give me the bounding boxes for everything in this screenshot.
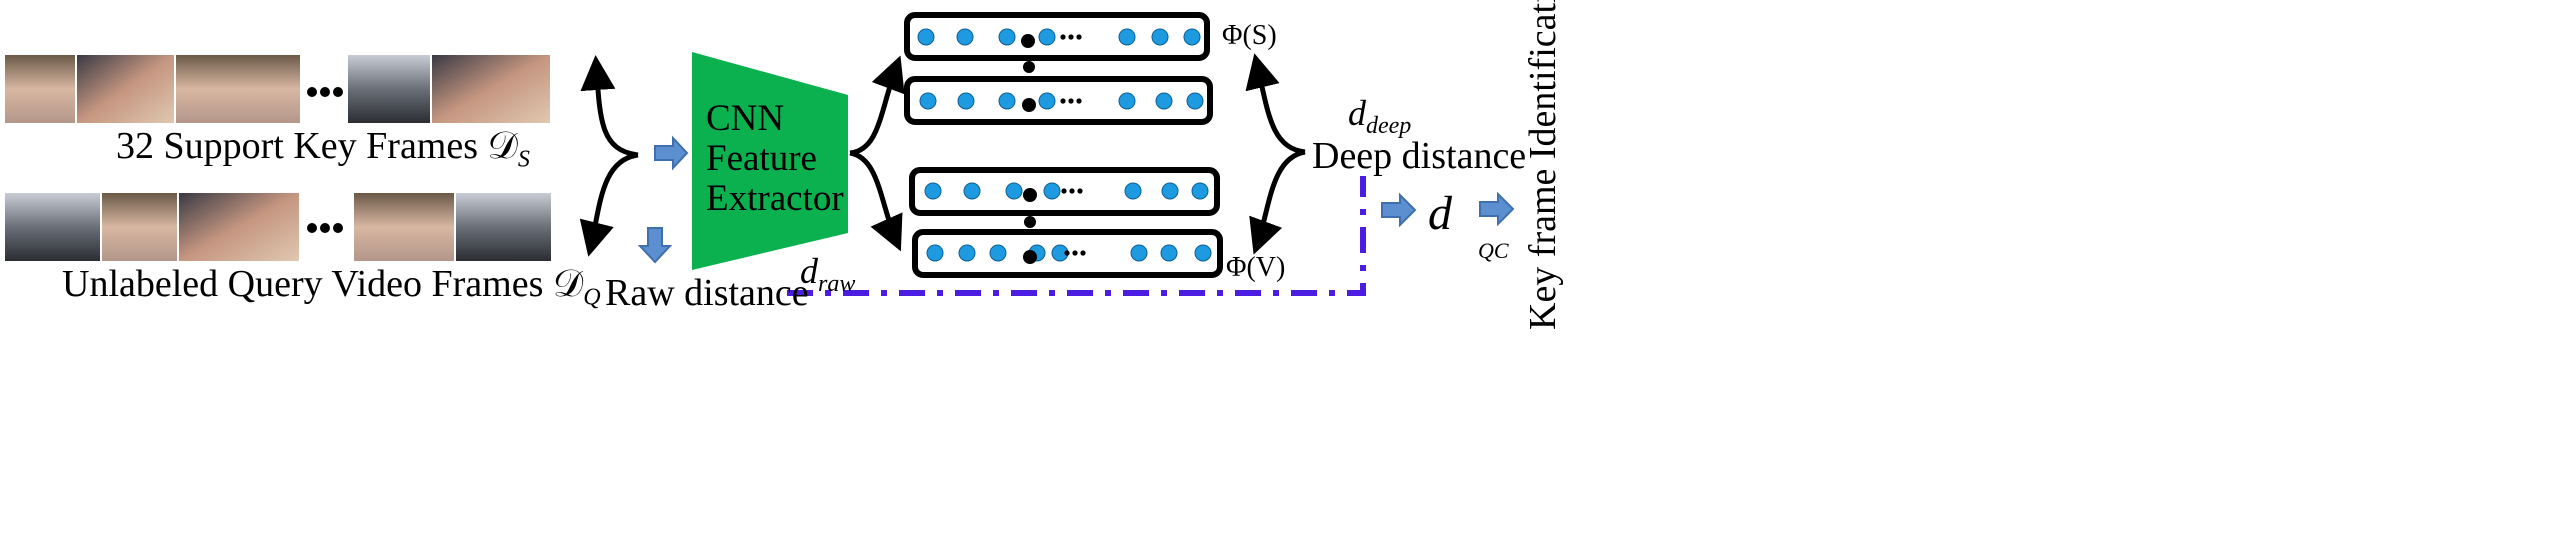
feature-dot bbox=[958, 244, 976, 262]
query-frame-5 bbox=[456, 193, 551, 261]
input-brace bbox=[579, 55, 639, 257]
feature-dot bbox=[1130, 244, 1148, 262]
feature-vector-s1 bbox=[904, 12, 1210, 61]
feature-dot bbox=[998, 28, 1016, 46]
feature-brace bbox=[849, 55, 905, 252]
feature-dot bbox=[924, 182, 942, 200]
query-caption-subscript: Q bbox=[583, 284, 601, 311]
vertical-ellipsis-dot bbox=[1024, 216, 1036, 228]
phi-v-label: Φ(V) bbox=[1226, 252, 1286, 283]
highlight-dot bbox=[1023, 188, 1037, 202]
deep-distance-label: Deep distance bbox=[1312, 135, 1527, 177]
feature-dot bbox=[1155, 92, 1173, 110]
ellipsis-dot bbox=[320, 87, 330, 97]
inline-ellipsis-dot bbox=[1069, 188, 1075, 194]
inline-ellipsis-dot bbox=[1072, 250, 1078, 256]
feature-dot bbox=[1160, 244, 1178, 262]
arrow-down-icon bbox=[637, 227, 673, 264]
feature-dot bbox=[1194, 244, 1212, 262]
feature-dot bbox=[1118, 28, 1136, 46]
feature-dot bbox=[998, 92, 1016, 110]
d-raw-symbol: draw bbox=[800, 251, 856, 298]
feature-dot bbox=[1191, 182, 1209, 200]
ellipsis-dot bbox=[320, 223, 330, 233]
cnn-label: CNN Feature Extractor bbox=[706, 98, 844, 219]
raw-distance-connector bbox=[787, 176, 1366, 296]
feature-dot bbox=[1038, 92, 1056, 110]
feature-dot bbox=[989, 244, 1007, 262]
keyframe-identification-label: Key frame Identification bbox=[1522, 0, 1564, 330]
query-frame-3 bbox=[179, 193, 299, 261]
support-frame-3 bbox=[176, 55, 300, 123]
query-frames-strip bbox=[5, 193, 551, 261]
blue-arrows bbox=[637, 135, 1515, 264]
feature-vectors bbox=[904, 12, 1223, 278]
raw-distance-label: Raw distance bbox=[605, 272, 809, 314]
support-caption: 32 Support Key Frames 𝒟S bbox=[116, 125, 530, 173]
inline-ellipsis-dot bbox=[1080, 250, 1086, 256]
highlight-dot bbox=[1022, 98, 1036, 112]
support-frame-4 bbox=[348, 55, 430, 123]
feature-dot bbox=[1124, 182, 1142, 200]
feature-dot bbox=[963, 182, 981, 200]
feature-dot bbox=[919, 92, 937, 110]
feature-dot bbox=[1005, 182, 1023, 200]
feature-vector-v1 bbox=[909, 167, 1220, 216]
feature-dot bbox=[957, 92, 975, 110]
deep-distance-brace bbox=[1245, 53, 1306, 255]
phi-s-label: Φ(S) bbox=[1222, 20, 1277, 51]
arrow-right-icon bbox=[1381, 192, 1417, 228]
feature-dot bbox=[1186, 92, 1204, 110]
inline-ellipsis-dot bbox=[1061, 188, 1067, 194]
highlight-dot bbox=[1023, 250, 1037, 264]
feature-vector-v2 bbox=[912, 229, 1223, 278]
vertical-ellipsis-dot bbox=[1023, 61, 1035, 73]
inline-ellipsis-dot bbox=[1064, 250, 1070, 256]
support-caption-subscript: S bbox=[517, 146, 530, 173]
inline-ellipsis-dot bbox=[1060, 98, 1066, 104]
inline-ellipsis-dot bbox=[1068, 98, 1074, 104]
support-frame-1 bbox=[5, 55, 75, 123]
query-frame-2 bbox=[102, 193, 177, 261]
inline-ellipsis-dot bbox=[1077, 188, 1083, 194]
query-frame-4 bbox=[354, 193, 454, 261]
d-deep-symbol: ddeep bbox=[1348, 93, 1412, 140]
qc-label: QC bbox=[1478, 238, 1509, 263]
query-frame-1 bbox=[5, 193, 100, 261]
support-frame-2 bbox=[77, 55, 174, 123]
feature-dot bbox=[926, 244, 944, 262]
ellipsis-dot bbox=[307, 223, 317, 233]
ellipsis-dot bbox=[333, 87, 343, 97]
arrow-right-icon bbox=[1479, 191, 1515, 227]
final-distance-symbol: d bbox=[1428, 187, 1452, 240]
feature-dot bbox=[1118, 92, 1136, 110]
inline-ellipsis-dot bbox=[1068, 34, 1074, 40]
feature-dot bbox=[1038, 28, 1056, 46]
inline-ellipsis-dot bbox=[1076, 98, 1082, 104]
feature-dot bbox=[956, 28, 974, 46]
inline-ellipsis-dot bbox=[1060, 34, 1066, 40]
feature-dot bbox=[1183, 28, 1201, 46]
feature-dot bbox=[1161, 182, 1179, 200]
feature-dot bbox=[1151, 28, 1169, 46]
feature-dots bbox=[917, 28, 1212, 264]
support-frame-5 bbox=[432, 55, 550, 123]
support-frames-strip bbox=[5, 55, 550, 123]
feature-dot bbox=[1043, 182, 1061, 200]
feature-vector-s2 bbox=[904, 76, 1213, 125]
arrow-right-icon bbox=[654, 135, 689, 171]
ellipsis-dot bbox=[307, 87, 317, 97]
cnn-feature-extractor-block bbox=[692, 52, 848, 270]
query-caption: Unlabeled Query Video Frames 𝒟Q bbox=[62, 263, 601, 311]
inline-ellipsis-dot bbox=[1076, 34, 1082, 40]
highlight-dot bbox=[1021, 34, 1035, 48]
ellipsis-dot bbox=[333, 223, 343, 233]
feature-dot bbox=[917, 28, 935, 46]
